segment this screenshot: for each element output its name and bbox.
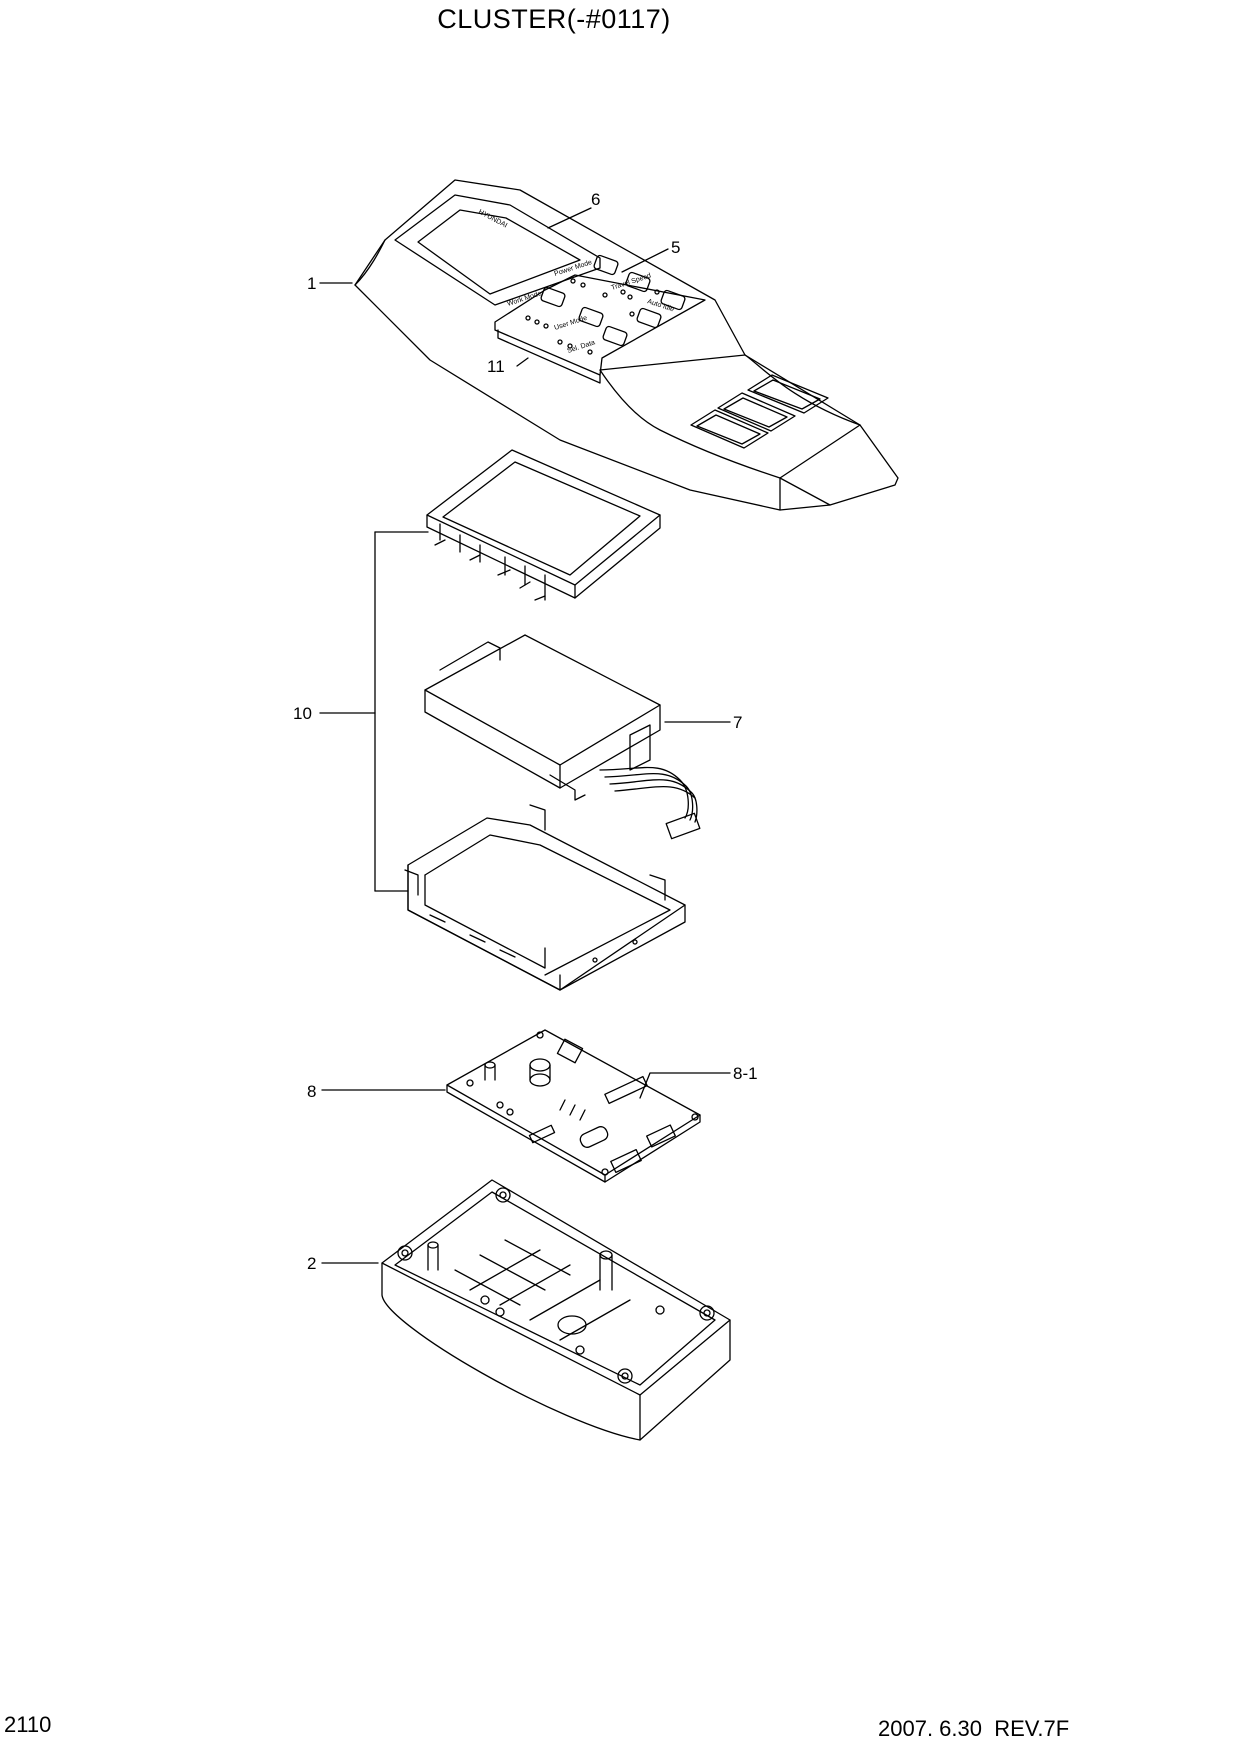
lcd-module-part-7: [424, 634, 701, 840]
callout-1: 1: [307, 274, 316, 293]
revision-date: 2007. 6.30 REV.7F: [878, 1716, 1070, 1741]
leader-5: [621, 248, 669, 273]
callout-11: 11: [487, 357, 505, 376]
cluster-housing-part-1: HYUNDAI Work Mode User Mode Power Mode T…: [354, 179, 899, 511]
pcb-part-8: [446, 1029, 701, 1183]
callout-5: 5: [671, 238, 680, 257]
page-title: CLUSTER(-#0117): [437, 4, 671, 34]
brand-mark: HYUNDAI: [477, 209, 508, 230]
callout-8-1: 8-1: [733, 1064, 758, 1083]
leader-6: [547, 207, 592, 229]
callout-2: 2: [307, 1254, 316, 1273]
case-bottom: [404, 804, 686, 991]
callout-leaders: [319, 207, 731, 1264]
case-frame-top: [426, 449, 661, 601]
callout-10: 10: [293, 704, 312, 723]
callout-7: 7: [733, 713, 742, 732]
callout-8: 8: [307, 1082, 316, 1101]
leader-8-1: [639, 1072, 731, 1099]
page-number: 2110: [4, 1712, 52, 1737]
user-mode-label: User Mode: [553, 315, 588, 332]
work-mode-label: Work Mode: [506, 290, 542, 308]
leader-11: [516, 357, 529, 367]
callout-6: 6: [591, 190, 600, 209]
bottom-housing-part-2: [381, 1179, 731, 1441]
